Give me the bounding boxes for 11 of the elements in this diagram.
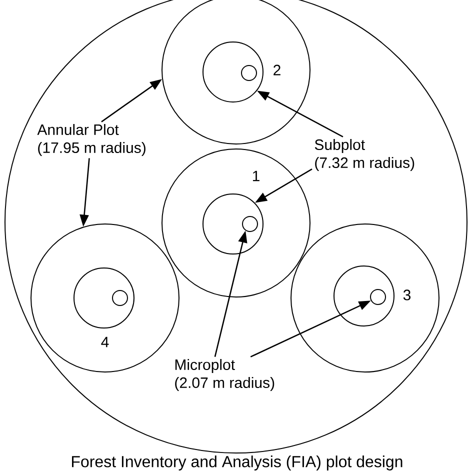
subplot-circle [202,194,264,254]
plot-label: Subplot (7.32 m radius) [312,137,418,173]
microplot-circle [242,216,258,232]
microplot-circle [241,65,257,81]
microplot-circle [112,290,128,306]
subplot-circle [334,266,394,326]
caption: Forest Inventory and Analysis (FIA) plot design [72,456,402,470]
plot-label: Annular Plot (17.95 m radius) [35,122,148,158]
subplot-circle [74,268,134,328]
subplot-circle [202,42,264,102]
microplot-circle [370,289,386,305]
